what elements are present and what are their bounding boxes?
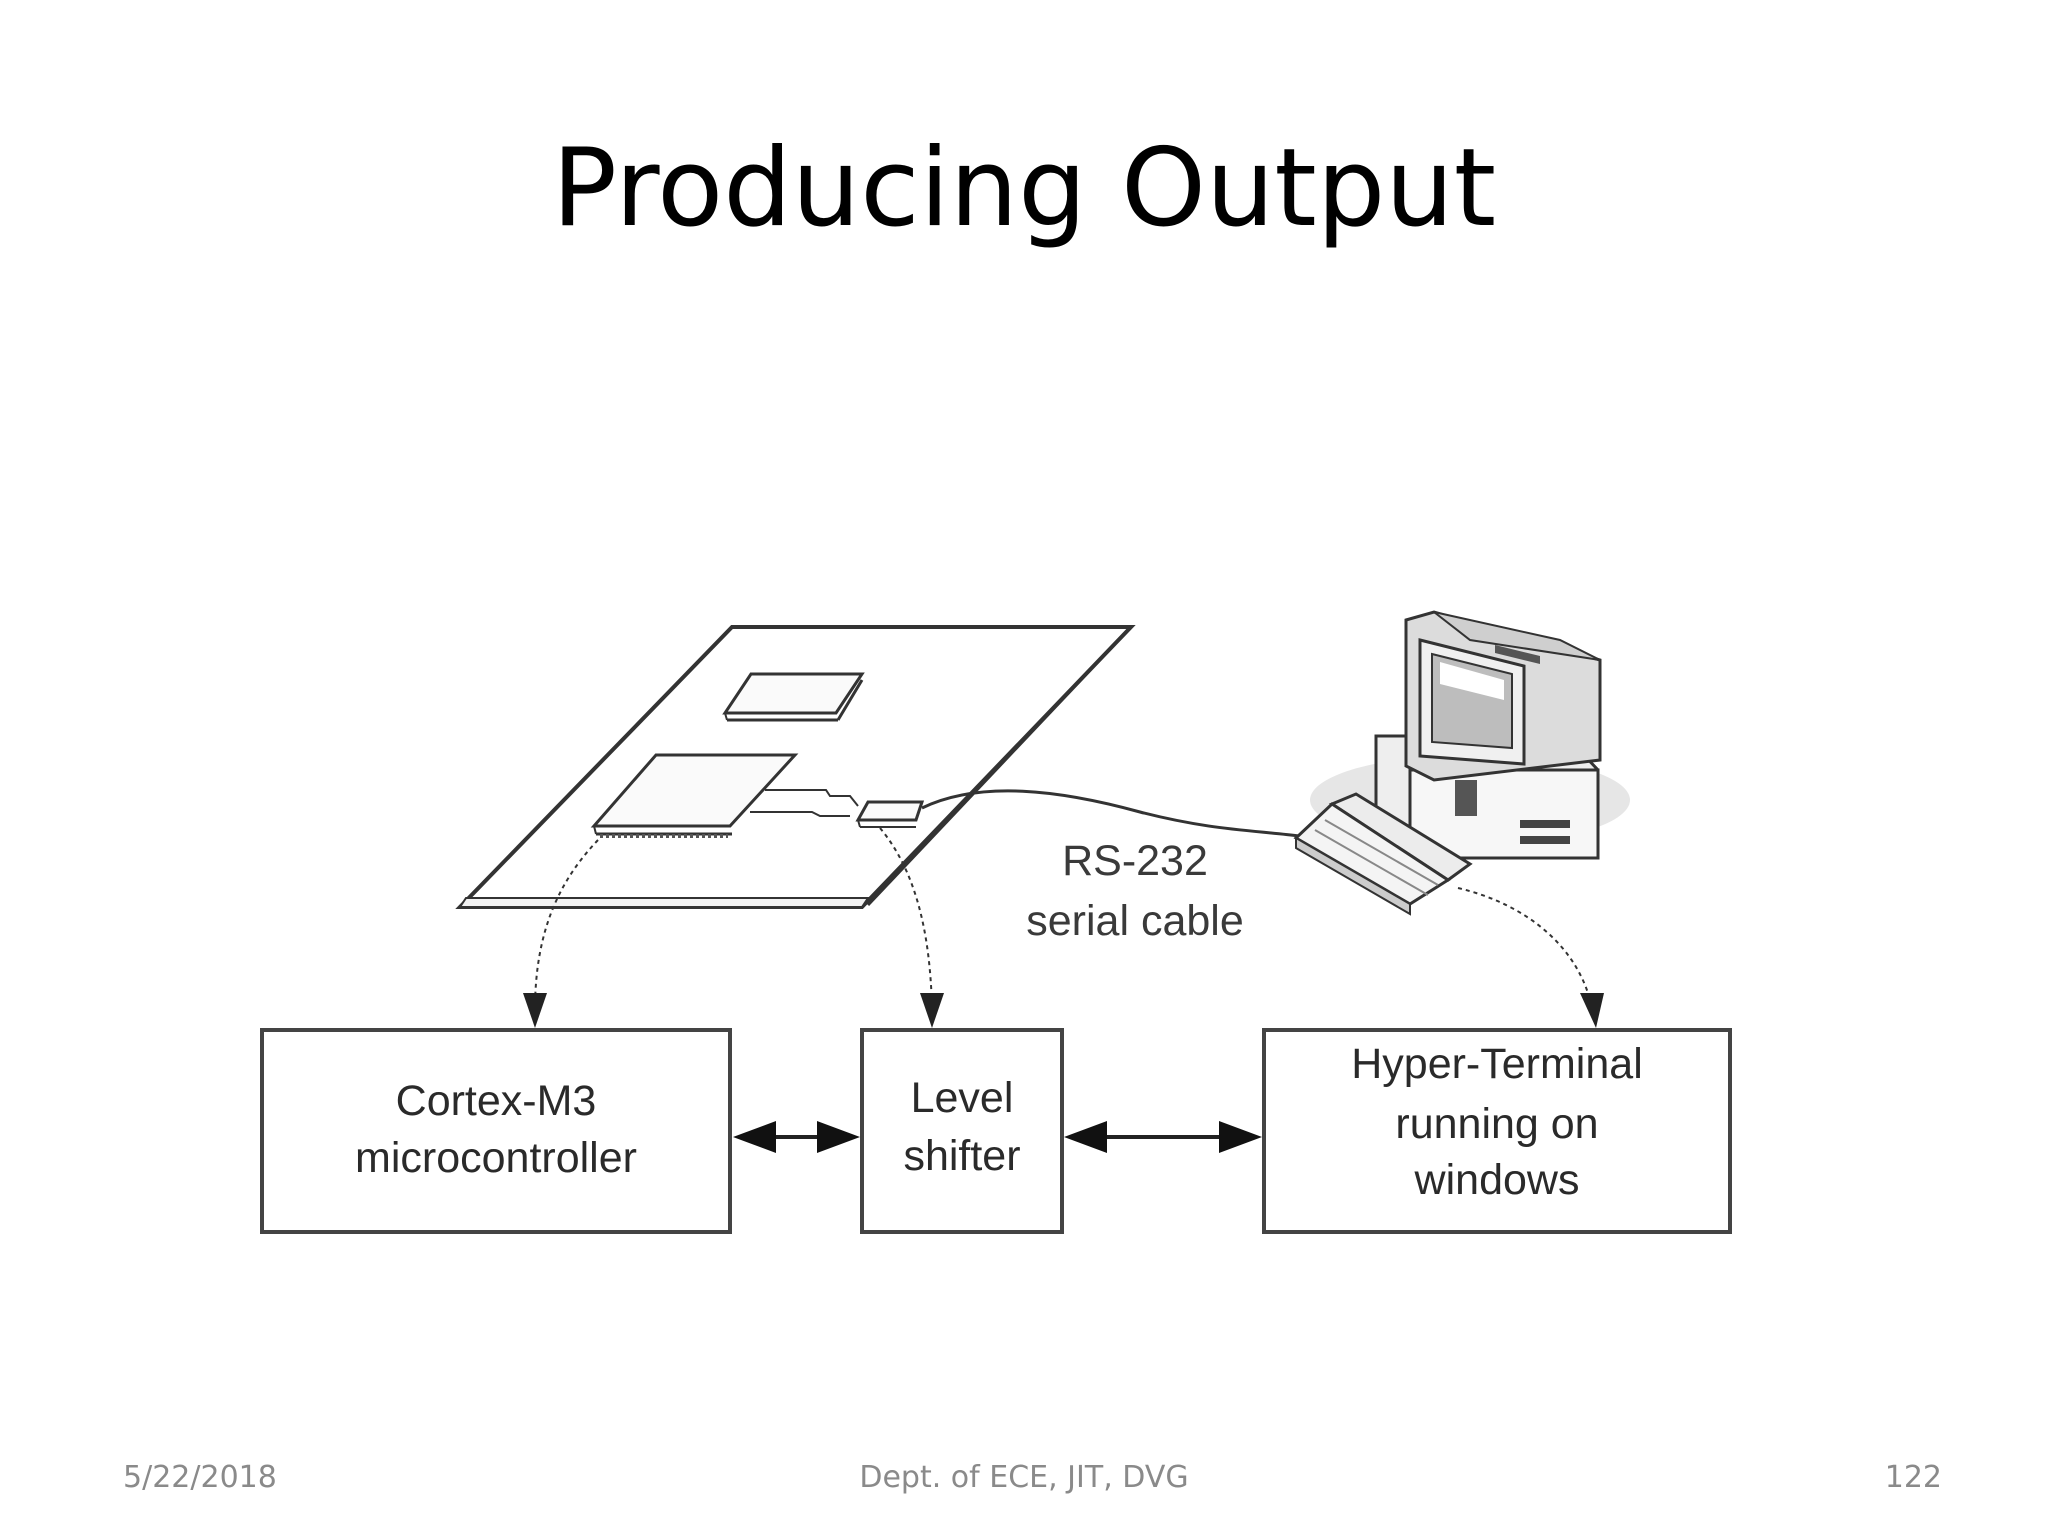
box-level-line1: Level [911,1074,1014,1122]
slide-title: Producing Output [551,126,1497,251]
leader-arrow-hyper-terminal [1457,887,1593,1009]
cable-label-line1: RS-232 [1062,837,1208,885]
footer-date: 5/22/2018 [123,1460,277,1495]
box-hyper-line1: Hyper-Terminal [1351,1040,1643,1088]
box-hyper-line3: windows [1414,1156,1580,1204]
desktop-computer-icon [1310,610,1630,860]
box-cortex-line2: microcontroller [355,1134,637,1182]
cable-label-line2: serial cable [1026,897,1244,945]
serial-cable [921,789,1301,838]
leader-arrow-level-shifter [879,827,933,1009]
footer-page-number: 122 [1884,1460,1942,1495]
box-level-line2: shifter [903,1132,1020,1180]
footer-department: Dept. of ECE, JIT, DVG [859,1460,1189,1495]
box-cortex-m3: Cortex-M3 microcontroller [260,1028,732,1234]
arrow-cortex-level [733,1121,860,1153]
keyboard-icon [1293,792,1473,916]
box-hyper-terminal: Hyper-Terminal running on windows [1262,1028,1732,1234]
arrow-level-hyper [1064,1121,1262,1153]
box-hyper-line2: running on [1395,1100,1598,1148]
box-level-shifter: Level shifter [860,1028,1064,1234]
leader-arrow-microcontroller [534,839,599,1011]
box-cortex-line1: Cortex-M3 [396,1077,597,1125]
circuit-board-icon [455,625,1136,909]
